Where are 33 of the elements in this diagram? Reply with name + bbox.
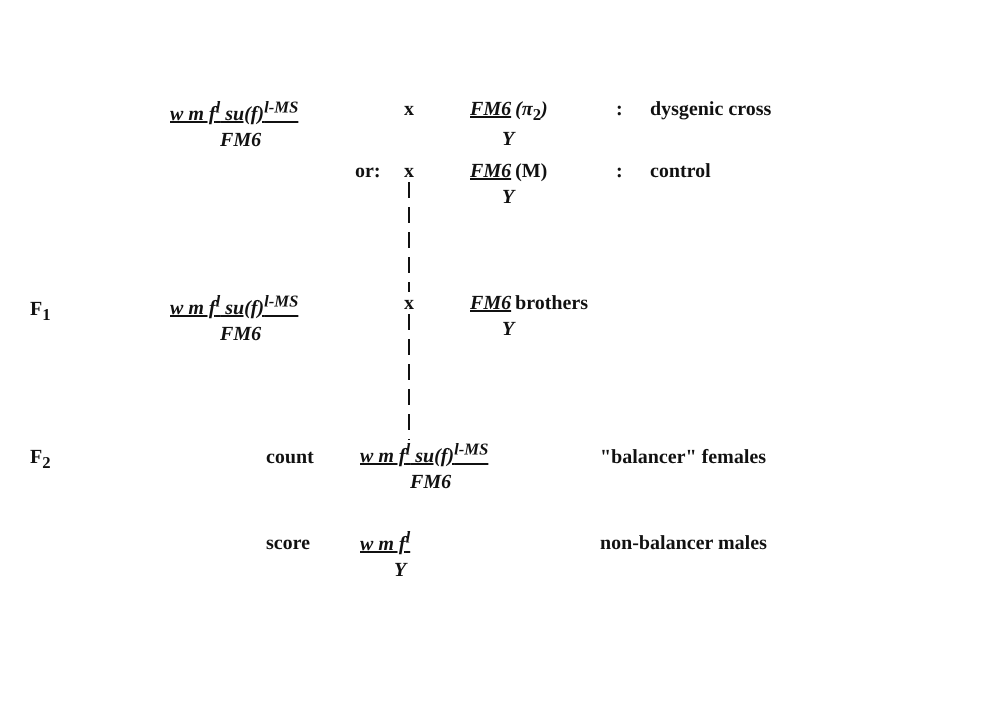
cross-symbol: x <box>404 292 414 314</box>
genotype-denominator: FM6 <box>220 322 262 345</box>
genotype-numerator: w m f$^{l}$ su(f)$^{l-MS}$ <box>170 102 298 125</box>
or-label: or: <box>355 160 381 182</box>
generation-label: F$_{1}$ <box>30 298 51 324</box>
cross-symbol: x <box>404 160 414 182</box>
genotype-numerator: w m f$^{l}$ su(f)$^{l-MS}$ <box>170 296 298 319</box>
genotype-denominator: FM6 <box>220 128 262 151</box>
genotype-numerator: w m f$^{l}$ su(f)$^{l-MS}$ <box>360 444 488 467</box>
descent-line <box>408 182 410 292</box>
genotype-denominator: Y <box>394 558 406 581</box>
generation-label: F$_{2}$ <box>30 446 51 472</box>
class-label: "balancer" females <box>600 446 766 468</box>
genotype-note: (M) <box>515 160 548 182</box>
cross-label: dysgenic cross <box>650 98 772 120</box>
genotype-denominator: FM6 <box>410 470 452 493</box>
genotype-numerator: w m f$^{l}$ <box>360 532 410 555</box>
colon: : <box>616 98 623 120</box>
genotype-denominator: Y <box>502 318 514 340</box>
descent-line <box>408 314 410 440</box>
genotype-numerator: FM6 <box>470 160 512 182</box>
class-label: non-balancer males <box>600 532 767 554</box>
colon: : <box>616 160 623 182</box>
genotype-denominator: Y <box>502 186 514 208</box>
step-label: score <box>266 532 310 554</box>
genotype-note: (π$_{2}$) <box>515 98 548 120</box>
genotype-numerator: FM6 <box>470 292 512 314</box>
genotype-numerator: FM6 <box>470 98 512 120</box>
genotype-denominator: Y <box>502 128 514 150</box>
step-label: count <box>266 446 314 468</box>
genotype-note: brothers <box>515 292 588 314</box>
cross-label: control <box>650 160 711 182</box>
cross-symbol: x <box>404 98 414 120</box>
